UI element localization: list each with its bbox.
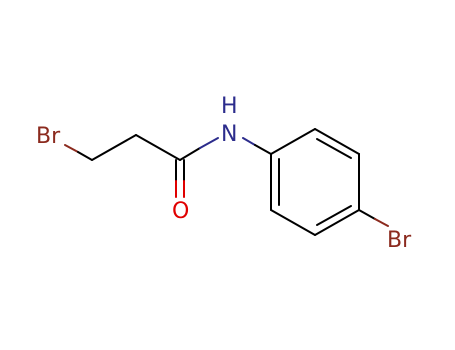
ring-bond-4 <box>314 209 360 236</box>
atom-o: O <box>172 199 189 224</box>
bond-cbr-right-c-half <box>358 209 376 220</box>
atom-n: N <box>221 122 237 147</box>
atom-br-right: Br <box>387 228 412 253</box>
atom-h: H <box>221 94 238 119</box>
atom-br-left: Br <box>36 124 61 149</box>
bond-cc-2 <box>135 134 181 161</box>
bond-cn-n-half <box>199 137 219 149</box>
ring-bond-5 <box>270 209 316 236</box>
bond-cc-1 <box>91 134 137 161</box>
ring-bond-1 <box>270 128 316 155</box>
ring-inner-bond-2 <box>316 205 352 226</box>
bonds <box>64 128 389 236</box>
bond-n-aryl-n-half <box>242 137 256 146</box>
ring-inner-bond-1 <box>316 138 352 159</box>
bond-cbr-right-br-half <box>374 218 389 227</box>
atom-labels: Br H N O Br <box>36 94 412 253</box>
bond-cn-c-half <box>179 147 201 161</box>
bond-cbr-left-br-half <box>64 144 79 153</box>
bond-n-aryl-c-half <box>254 144 272 155</box>
bond-cbr-left-c-half <box>77 151 93 161</box>
ring-bond-2 <box>314 128 360 155</box>
